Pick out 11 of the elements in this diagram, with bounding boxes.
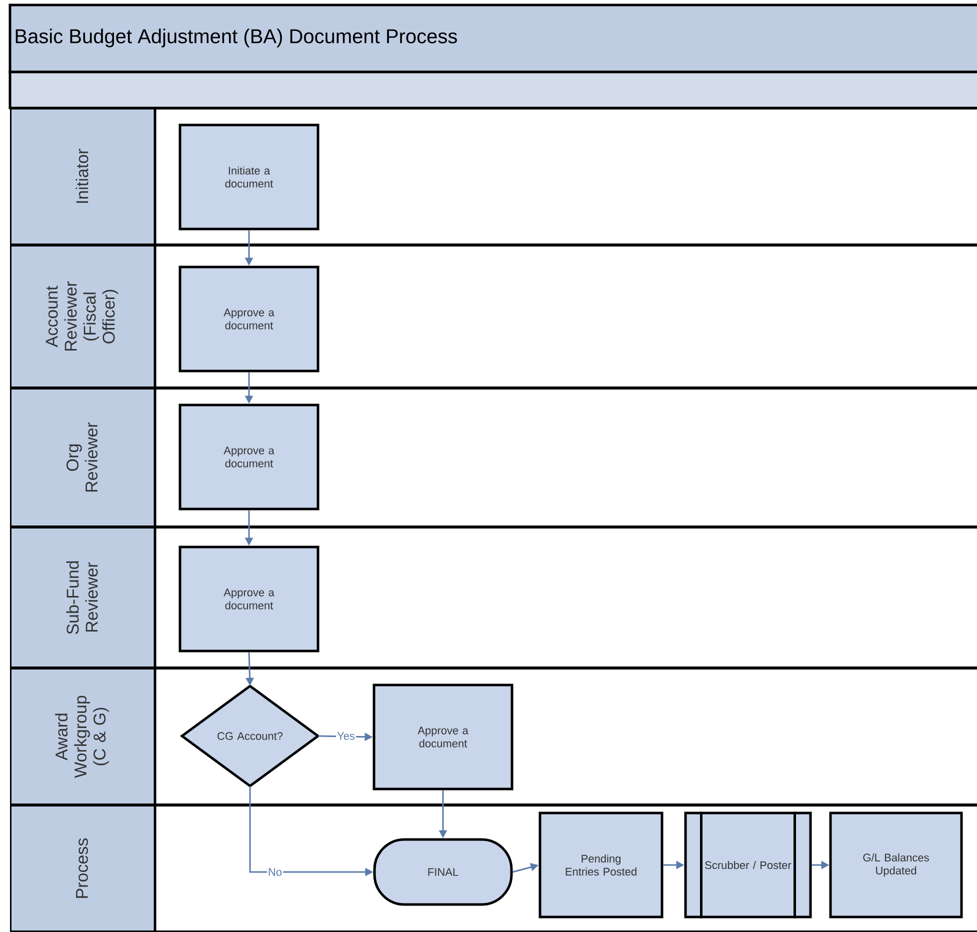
edge-label: Yes	[337, 732, 355, 740]
title-bar: Basic Budget Adjustment (BA) Document Process	[8, 4, 977, 74]
subprocess-box: Scrubber / Poster	[684, 812, 812, 918]
process-box: Approve a document	[178, 404, 320, 510]
edge-label: No	[268, 868, 282, 876]
process-box: Approve a document	[178, 266, 320, 372]
process-box: Pending Entries Posted	[538, 812, 664, 918]
process-box: Approve a document	[372, 684, 514, 790]
process-box: G/L Balances Updated	[829, 812, 963, 918]
process-box: Initiate a document	[178, 124, 320, 230]
process-box: Approve a document	[178, 546, 320, 652]
